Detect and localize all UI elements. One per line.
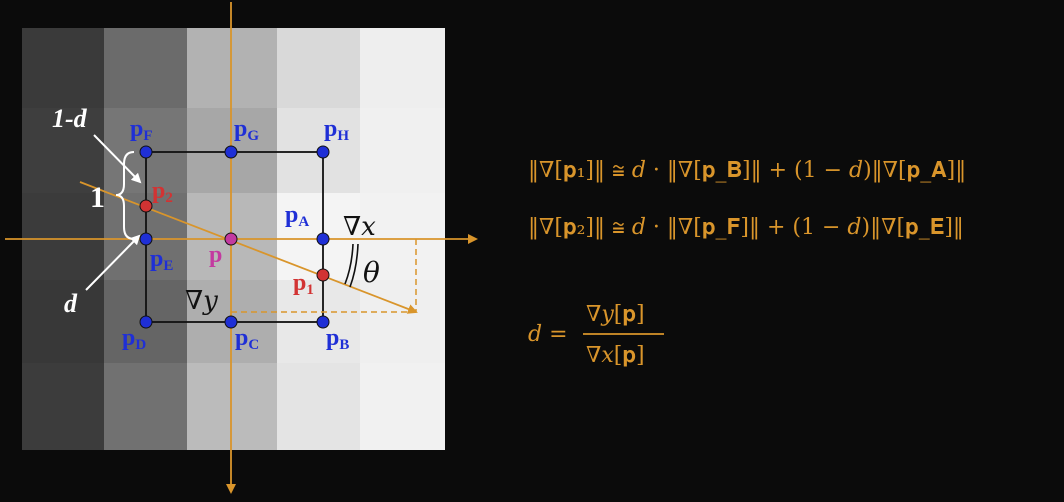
label-pH: pH: [324, 116, 349, 144]
label-pC: pC: [235, 325, 259, 353]
equation-d-numerator: ∇𝑦[𝐩]: [586, 302, 645, 327]
theta-arc-outer: [349, 243, 359, 288]
label-p2: p2: [152, 178, 173, 206]
label-d: d: [64, 289, 78, 318]
label-one: 1: [90, 181, 105, 214]
point-pA: [316, 232, 330, 246]
point-pG: [224, 145, 238, 159]
point-pE: [139, 232, 153, 246]
point-p2: [139, 199, 153, 213]
unit-brace: [115, 151, 135, 240]
point-pB: [316, 315, 330, 329]
equation-d-denominator: ∇𝑥[𝐩]: [586, 343, 645, 368]
arrow-d: [85, 234, 141, 291]
label-pF: pF: [130, 116, 153, 144]
point-pH: [316, 145, 330, 159]
point-pD: [139, 315, 153, 329]
points: [139, 145, 330, 329]
label-one-minus-d: 1-d: [52, 104, 88, 133]
arrow-one-minus-d: [93, 134, 142, 184]
label-grad-y: ∇y: [185, 286, 218, 316]
gradient-direction-line: [79, 181, 418, 314]
label-pA: pA: [285, 202, 309, 230]
pixel-grid: [22, 28, 445, 450]
theta-arc-inner: [344, 243, 354, 285]
point-p: [224, 232, 238, 246]
point-pC: [224, 315, 238, 329]
label-pE: pE: [150, 246, 173, 274]
equation-d-lhs: 𝑑 =: [528, 322, 568, 347]
equation-p2: ‖∇[𝐩₂]‖ ≅ 𝑑 · ‖∇[𝐩_𝐅]‖ + (1 − 𝑑)‖∇[𝐩_𝐄]‖: [528, 215, 964, 240]
point-p1: [316, 268, 330, 282]
label-grad-x: ∇x: [343, 212, 376, 242]
label-pG: pG: [234, 116, 259, 144]
label-p: p: [209, 242, 222, 268]
equation-p1: ‖∇[𝐩₁]‖ ≅ 𝑑 · ‖∇[𝐩_𝐁]‖ + (1 − 𝑑)‖∇[𝐩_𝐀]‖: [528, 158, 966, 183]
point-pF: [139, 145, 153, 159]
label-pB: pB: [326, 325, 349, 353]
label-pD: pD: [122, 325, 146, 353]
label-theta: θ: [363, 256, 380, 289]
label-p1: p1: [293, 270, 314, 298]
